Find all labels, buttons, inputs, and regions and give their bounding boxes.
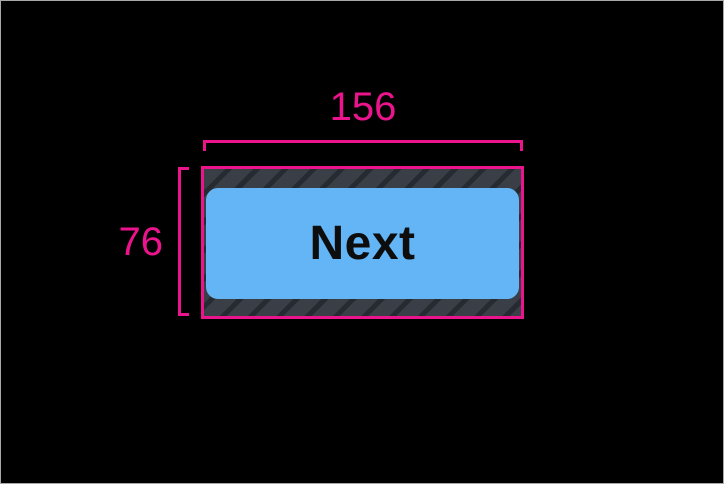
- component-bounds-overlay: Next: [201, 166, 524, 319]
- width-dimension-line: [203, 140, 523, 151]
- height-dimension-label: 76: [118, 220, 164, 264]
- next-button-label: Next: [309, 217, 416, 270]
- width-dimension-label: 156: [329, 85, 397, 129]
- next-button[interactable]: Next: [206, 188, 519, 299]
- height-dimension-line: [178, 167, 189, 316]
